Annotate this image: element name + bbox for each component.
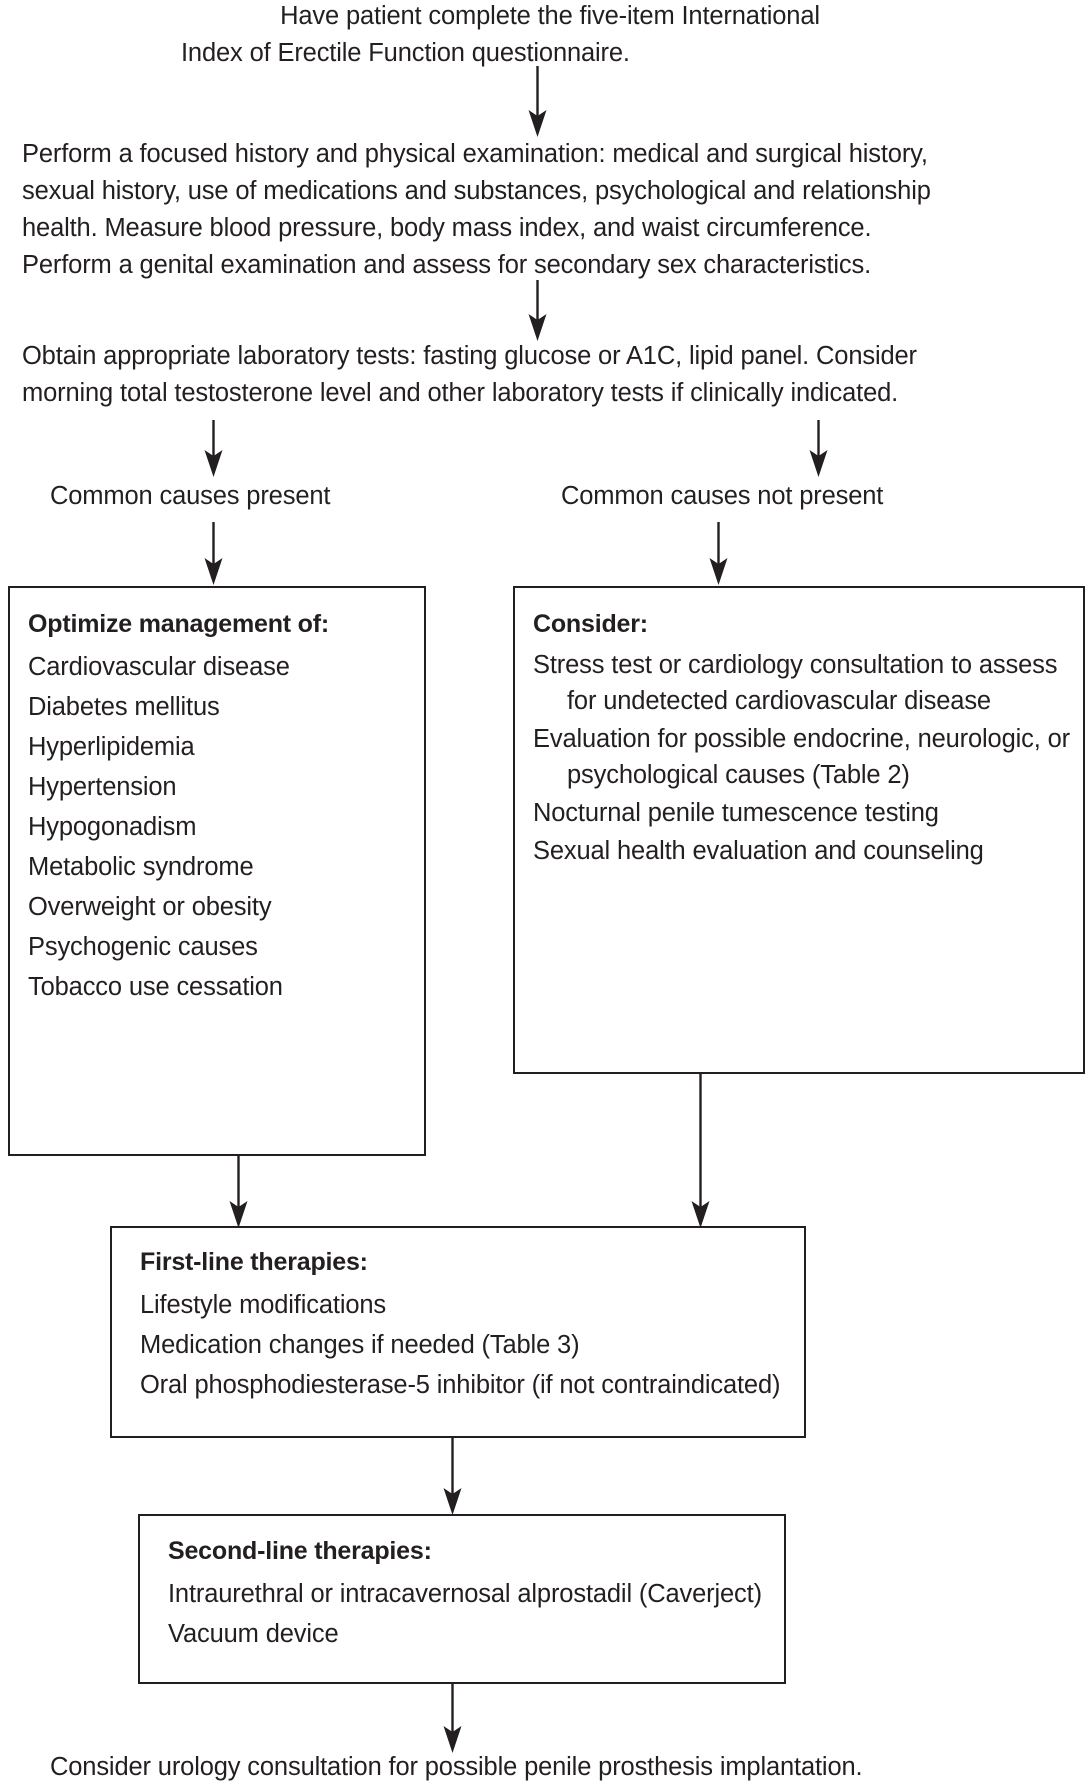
optimize-box-item: Diabetes mellitus (28, 693, 220, 721)
optimize-box-item: Hyperlipidemia (28, 733, 195, 761)
arrow-right-branch-to-consider-box (709, 522, 728, 585)
second-line-therapies-box: Second-line therapies: Intraurethral or … (138, 1514, 786, 1684)
arrow-left-branch-to-optimize-box (204, 522, 223, 585)
optimize-box-item: Overweight or obesity (28, 893, 272, 921)
first-line-box-item: Medication changes if needed (Table 3) (140, 1331, 580, 1359)
first-line-box-title: First-line therapies: (140, 1248, 368, 1276)
history-line-2: sexual history, use of medications and s… (22, 177, 931, 205)
final-line-1: Consider urology consultation for possib… (50, 1753, 863, 1781)
labs-line-1: Obtain appropriate laboratory tests: fas… (22, 342, 917, 370)
history-line-4: Perform a genital examination and assess… (22, 251, 872, 279)
first-line-box-item: Oral phosphodiesterase-5 inhibitor (if n… (140, 1371, 781, 1399)
optimize-box-title: Optimize management of: (28, 610, 329, 638)
arrow-second-line-to-urology-consult (443, 1684, 462, 1753)
history-line-3: health. Measure blood pressure, body mas… (22, 214, 872, 242)
consider-box-item: Evaluation for possible endocrine, neuro… (533, 725, 1070, 789)
optimize-box-item: Hypertension (28, 773, 177, 801)
arrow-labs-to-left-branch (204, 420, 223, 477)
history-line-1: Perform a focused history and physical e… (22, 140, 928, 168)
second-line-box-title: Second-line therapies: (168, 1537, 432, 1565)
consider-box: Consider: Stress test or cardiology cons… (513, 586, 1085, 1074)
first-line-box-item: Lifestyle modifications (140, 1291, 386, 1319)
branch-label-right: Common causes not present (561, 482, 884, 510)
step-history: Perform a focused history and physical e… (22, 136, 1072, 284)
step-labs: Obtain appropriate laboratory tests: fas… (22, 338, 1077, 412)
consider-box-title: Consider: (533, 610, 648, 638)
optimize-management-box: Optimize management of: Cardiovascular d… (8, 586, 426, 1156)
optimize-box-item: Hypogonadism (28, 813, 197, 841)
labs-line-2: morning total testosterone level and oth… (22, 379, 899, 407)
questionnaire-line-1: Have patient complete the five-item Inte… (280, 2, 820, 30)
step-questionnaire: Have patient complete the five-item Inte… (180, 0, 920, 72)
optimize-box-item: Cardiovascular disease (28, 653, 290, 681)
arrow-first-line-to-second-line (443, 1438, 462, 1515)
optimize-box-item: Psychogenic causes (28, 933, 258, 961)
optimize-box-item: Tobacco use cessation (28, 973, 283, 1001)
arrow-questionnaire-to-history (528, 66, 547, 137)
branch-label-left: Common causes present (50, 482, 331, 510)
second-line-box-item: Vacuum device (168, 1620, 339, 1648)
first-line-therapies-box: First-line therapies: Lifestyle modifica… (110, 1226, 806, 1438)
consider-box-item: Sexual health evaluation and counseling (533, 837, 984, 865)
questionnaire-line-2: Index of Erectile Function questionnaire… (181, 39, 630, 67)
arrow-labs-to-right-branch (809, 420, 828, 477)
optimize-box-item: Metabolic syndrome (28, 853, 254, 881)
consider-box-item: Stress test or cardiology consultation t… (533, 651, 1058, 715)
consider-box-item: Nocturnal penile tumescence testing (533, 799, 939, 827)
arrow-optimize-box-to-first-line-box (229, 1155, 248, 1228)
arrow-history-to-labs (528, 280, 547, 341)
arrow-consider-box-to-first-line-box (691, 1074, 710, 1228)
second-line-box-item: Intraurethral or intracavernosal alprost… (168, 1580, 762, 1608)
step-urology-consult: Consider urology consultation for possib… (50, 1749, 1070, 1786)
